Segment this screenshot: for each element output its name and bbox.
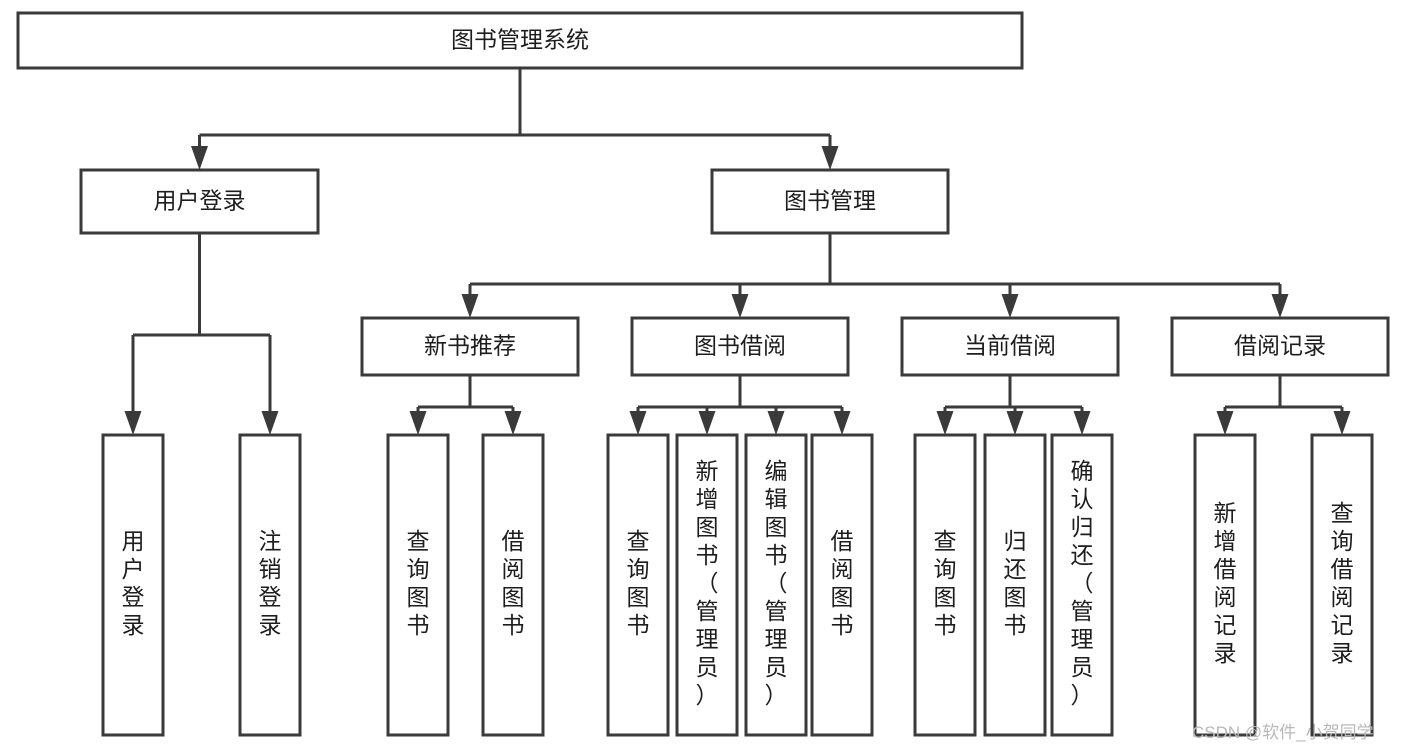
node-label-leaf-borrow-book: 借阅图书 — [831, 528, 854, 638]
node-box-book-management — [710, 168, 950, 235]
node-leaf-borrow-book-recommend[interactable]: 借阅图书 — [481, 433, 545, 737]
node-label-leaf-user-logout: 注销登录 — [259, 528, 282, 638]
node-leaf-return-book[interactable]: 归还图书 — [983, 433, 1047, 737]
arrow-head-icon — [191, 146, 208, 170]
node-book-borrow[interactable]: 图书借阅 — [630, 316, 850, 377]
arrow-head-icon — [504, 411, 522, 435]
connectors-layer — [124, 68, 1351, 435]
node-label-user-login: 用户登录 — [154, 188, 246, 214]
node-leaf-add-book-admin[interactable]: 新增图书（管理员） — [675, 433, 739, 737]
node-leaf-query-borrow-record[interactable]: 查询借阅记录 — [1310, 433, 1374, 737]
arrow-head-icon — [1216, 411, 1234, 435]
node-box-leaf-add-book-admin — [675, 433, 739, 737]
node-label-book-management: 图书管理 — [784, 188, 876, 214]
arrow-head-icon — [1271, 294, 1289, 318]
arrow-head-icon — [1001, 294, 1019, 318]
node-box-current-borrow — [900, 316, 1120, 377]
node-box-book-borrow — [630, 316, 850, 377]
node-label-leaf-add-borrow-record: 新增借阅记录 — [1214, 500, 1237, 666]
arrow-head-icon — [698, 411, 716, 435]
node-box-leaf-query-borrow-record — [1310, 433, 1374, 737]
node-leaf-query-book-borrow[interactable]: 查询图书 — [606, 433, 670, 737]
node-leaf-edit-book-admin[interactable]: 编辑图书（管理员） — [744, 433, 808, 737]
node-box-leaf-user-logout — [238, 433, 302, 737]
node-label-leaf-query-book-recommend: 查询图书 — [407, 528, 430, 638]
node-leaf-query-book-current[interactable]: 查询图书 — [913, 433, 977, 737]
node-box-leaf-return-book — [983, 433, 1047, 737]
node-borrow-record[interactable]: 借阅记录 — [1170, 316, 1390, 377]
node-label-leaf-confirm-return-admin: 确认归还（管理员） — [1071, 458, 1094, 708]
nodes-layer: 图书管理系统用户登录图书管理新书推荐图书借阅当前借阅借阅记录用户登录注销登录查询… — [16, 11, 1390, 737]
arrow-head-icon — [461, 294, 479, 318]
arrow-head-icon — [261, 411, 279, 435]
node-book-management[interactable]: 图书管理 — [710, 168, 950, 235]
node-box-leaf-edit-book-admin — [744, 433, 808, 737]
node-label-leaf-edit-book-admin: 编辑图书（管理员） — [765, 458, 788, 708]
node-box-leaf-borrow-book — [810, 433, 874, 737]
arrow-head-icon — [629, 411, 647, 435]
node-leaf-user-login[interactable]: 用户登录 — [101, 433, 165, 737]
arrow-head-icon — [124, 411, 142, 435]
node-box-borrow-record — [1170, 316, 1390, 377]
node-label-leaf-return-book: 归还图书 — [1004, 528, 1027, 638]
node-label-current-borrow: 当前借阅 — [964, 333, 1056, 359]
node-leaf-user-logout[interactable]: 注销登录 — [238, 433, 302, 737]
node-user-login[interactable]: 用户登录 — [79, 168, 320, 235]
arrow-head-icon — [731, 294, 749, 318]
node-box-leaf-confirm-return-admin — [1050, 433, 1114, 737]
node-box-user-login — [79, 168, 320, 235]
node-current-borrow[interactable]: 当前借阅 — [900, 316, 1120, 377]
node-label-leaf-borrow-book-recommend: 借阅图书 — [502, 528, 525, 638]
node-label-leaf-query-book-borrow: 查询图书 — [627, 528, 650, 638]
node-box-leaf-user-login — [101, 433, 165, 737]
node-box-leaf-borrow-book-recommend — [481, 433, 545, 737]
node-label-borrow-record: 借阅记录 — [1234, 333, 1326, 359]
watermark-label: CSDN @软件_小贺同学 — [1192, 723, 1374, 742]
arrow-head-icon — [1333, 411, 1351, 435]
node-leaf-borrow-book[interactable]: 借阅图书 — [810, 433, 874, 737]
node-label-leaf-query-book-current: 查询图书 — [934, 528, 957, 638]
arrow-head-icon — [936, 411, 954, 435]
node-new-book-recommend[interactable]: 新书推荐 — [360, 316, 580, 377]
arrow-head-icon — [767, 411, 785, 435]
node-label-book-borrow: 图书借阅 — [694, 333, 786, 359]
node-box-leaf-query-book-current — [913, 433, 977, 737]
node-leaf-add-borrow-record[interactable]: 新增借阅记录 — [1193, 433, 1257, 737]
node-label-leaf-user-login: 用户登录 — [122, 528, 145, 638]
node-box-leaf-query-book-recommend — [386, 433, 450, 737]
arrow-head-icon — [1073, 411, 1091, 435]
arrow-head-icon — [821, 146, 839, 170]
node-box-leaf-query-book-borrow — [606, 433, 670, 737]
node-root[interactable]: 图书管理系统 — [16, 11, 1024, 70]
node-label-leaf-add-book-admin: 新增图书（管理员） — [696, 458, 719, 708]
node-label-root: 图书管理系统 — [451, 27, 589, 53]
node-label-new-book-recommend: 新书推荐 — [424, 333, 516, 359]
node-label-leaf-query-borrow-record: 查询借阅记录 — [1331, 500, 1354, 666]
arrow-head-icon — [1006, 411, 1024, 435]
node-box-leaf-add-borrow-record — [1193, 433, 1257, 737]
arrow-head-icon — [833, 411, 851, 435]
node-box-root — [16, 11, 1024, 70]
node-leaf-confirm-return-admin[interactable]: 确认归还（管理员） — [1050, 433, 1114, 737]
arrow-head-icon — [409, 411, 427, 435]
node-leaf-query-book-recommend[interactable]: 查询图书 — [386, 433, 450, 737]
node-box-new-book-recommend — [360, 316, 580, 377]
